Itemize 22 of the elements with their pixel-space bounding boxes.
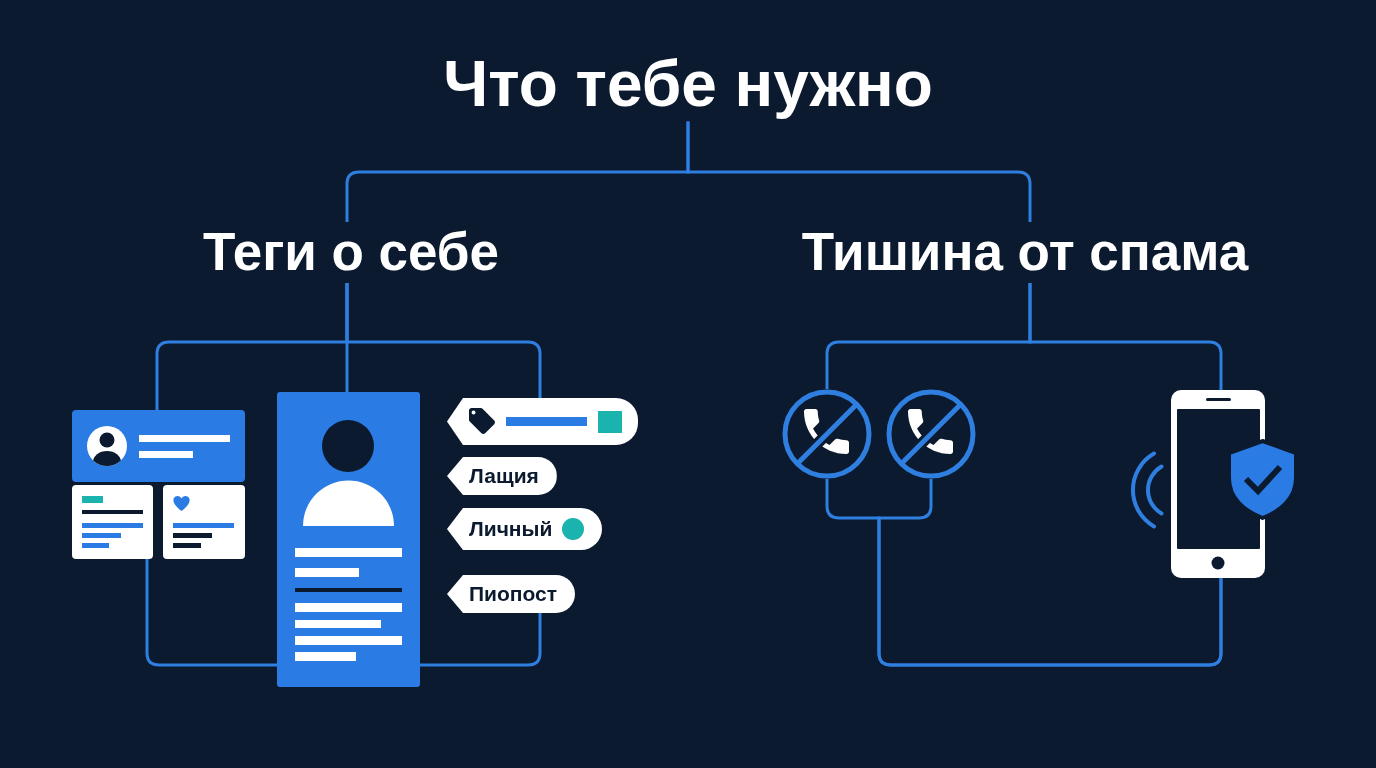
tag xyxy=(447,575,576,613)
connector-line xyxy=(420,613,542,667)
blocked-call-icon xyxy=(782,389,872,479)
tag xyxy=(447,398,638,445)
note-card-drawing xyxy=(72,485,153,559)
liked-card-drawing xyxy=(163,485,245,559)
connector-line xyxy=(1028,282,1223,390)
connector-line xyxy=(686,121,1032,222)
connector-line xyxy=(145,559,277,667)
tag-text: Пиопост xyxy=(469,581,558,607)
smartphone-shield-drawing xyxy=(1128,390,1298,578)
profile-card-drawing xyxy=(72,410,245,482)
heading-text: Что тебе нужно xyxy=(443,48,933,122)
tag-text: Лащия xyxy=(469,463,539,489)
tag xyxy=(447,457,557,495)
blocked-call-icon xyxy=(886,389,976,479)
tag xyxy=(447,508,603,550)
tag-text: Личный xyxy=(469,516,553,542)
subheading-text: Теги о себе xyxy=(202,222,500,283)
profile-card-drawing xyxy=(277,392,420,687)
subheading-text: Тишина от спама xyxy=(801,222,1249,283)
connector-line xyxy=(345,282,542,398)
